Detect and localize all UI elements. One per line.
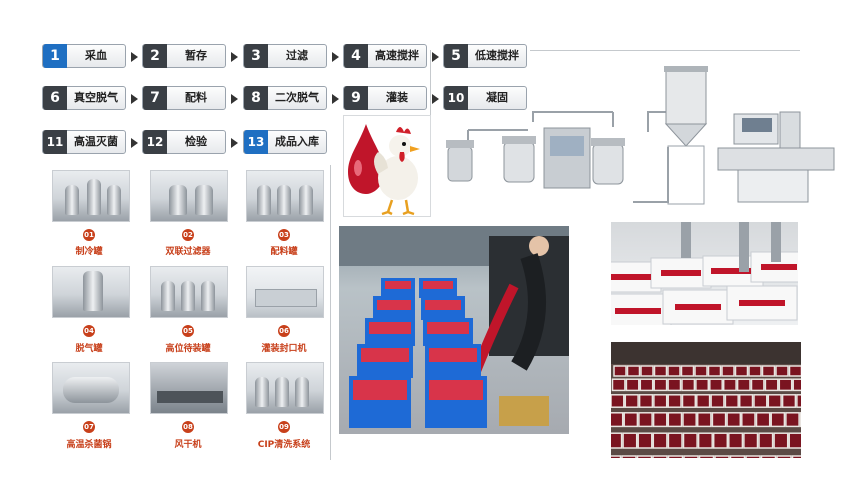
step-label: 低速搅拌 [475, 49, 519, 62]
step-label: 二次脱气 [275, 91, 319, 104]
step-number: 12 [143, 130, 167, 154]
step-2: 2 暂存 [142, 44, 226, 68]
filling-nozzles-photo [611, 222, 798, 325]
step-7: 7 配料 [142, 86, 226, 110]
step-label: 成品入库 [275, 135, 319, 148]
blood-crates-illustration [339, 226, 569, 428]
arrow-right-icon [231, 138, 238, 148]
step-label: 检验 [185, 135, 207, 148]
step-3: 3 过滤 [243, 44, 327, 68]
step-12: 12 检验 [142, 130, 226, 154]
equipment-caption: 脱气罐 [75, 344, 103, 354]
equipment-number-badge: 04 [83, 325, 95, 337]
equipment-number-badge: 01 [83, 229, 95, 241]
step-label: 真空脱气 [74, 91, 118, 104]
filling-trays-illustration [611, 222, 798, 325]
equipment-number-badge: 05 [182, 325, 194, 337]
step-label: 高温灭菌 [74, 135, 118, 148]
step-11: 11 高温灭菌 [42, 130, 126, 154]
equipment-caption: CIP清洗系统 [257, 440, 311, 450]
equipment-caption: 灌装封口机 [261, 344, 307, 354]
step-4: 4 高速搅拌 [343, 44, 427, 68]
production-line-diagram [446, 66, 835, 205]
step-number: 8 [244, 86, 268, 110]
step-label: 灌装 [386, 91, 408, 104]
blood-tofu-trays-illustration [611, 342, 801, 458]
equipment-number-badge: 07 [83, 421, 95, 433]
step-number: 9 [344, 86, 368, 110]
arrow-right-icon [432, 52, 439, 62]
arrow-right-icon [432, 94, 439, 104]
equipment-caption: 双联过滤器 [165, 247, 211, 257]
step-number: 6 [43, 86, 67, 110]
step-number: 1 [43, 44, 67, 68]
blood-crates-photo [339, 226, 569, 434]
equipment-caption: 高位待装罐 [165, 344, 211, 354]
step-number: 2 [143, 44, 167, 68]
equipment-photo-sterilizer [52, 362, 130, 414]
equipment-photo-cip-system [246, 362, 324, 414]
step-label: 高速搅拌 [375, 49, 419, 62]
step-5: 5 低速搅拌 [443, 44, 527, 68]
step-label: 配料 [185, 91, 207, 104]
equipment-number-badge: 03 [278, 229, 290, 241]
arrow-right-icon [332, 94, 339, 104]
arrow-right-icon [131, 52, 138, 62]
equipment-caption: 高温杀菌锅 [66, 440, 112, 450]
step-10: 10 凝固 [443, 86, 527, 110]
equipment-number-badge: 09 [278, 421, 290, 433]
step-number: 13 [244, 130, 268, 154]
step-number: 7 [143, 86, 167, 110]
divider-line [530, 50, 800, 51]
step-number: 11 [43, 130, 67, 154]
equipment-photo-degassing-tank [52, 266, 130, 318]
equipment-number-badge: 08 [182, 421, 194, 433]
step-label: 过滤 [286, 49, 308, 62]
divider-line [330, 165, 331, 460]
equipment-number-badge: 06 [278, 325, 290, 337]
mascot-panel [343, 115, 431, 217]
equipment-photo-air-dryer [150, 362, 228, 414]
arrow-right-icon [131, 94, 138, 104]
step-6: 6 真空脱气 [42, 86, 126, 110]
divider-line [430, 50, 431, 115]
equipment-photo-mixing-tank [246, 170, 324, 222]
equipment-photo-cooling-tank [52, 170, 130, 222]
equipment-caption: 风干机 [174, 440, 202, 450]
step-8: 8 二次脱气 [243, 86, 327, 110]
equipment-photo-filling-sealing-machine [246, 266, 324, 318]
equipment-photo-duplex-filter [150, 170, 228, 222]
step-number: 5 [444, 44, 468, 68]
step-label: 采血 [85, 49, 107, 62]
step-number: 3 [244, 44, 268, 68]
equipment-caption: 制冷罐 [75, 247, 103, 257]
step-label: 暂存 [185, 49, 207, 62]
solidified-trays-photo [611, 342, 801, 458]
step-9: 9 灌装 [343, 86, 427, 110]
step-number: 10 [444, 86, 468, 110]
step-number: 4 [344, 44, 368, 68]
rooster-blood-drop-illustration [348, 124, 420, 216]
step-label: 凝固 [486, 91, 508, 104]
equipment-photo-elevated-tank [150, 266, 228, 318]
arrow-right-icon [231, 52, 238, 62]
arrow-right-icon [332, 52, 339, 62]
equipment-caption: 配料罐 [270, 247, 298, 257]
step-13: 13 成品入库 [243, 130, 327, 154]
equipment-number-badge: 02 [182, 229, 194, 241]
arrow-right-icon [231, 94, 238, 104]
arrow-right-icon [131, 138, 138, 148]
step-1: 1 采血 [42, 44, 126, 68]
